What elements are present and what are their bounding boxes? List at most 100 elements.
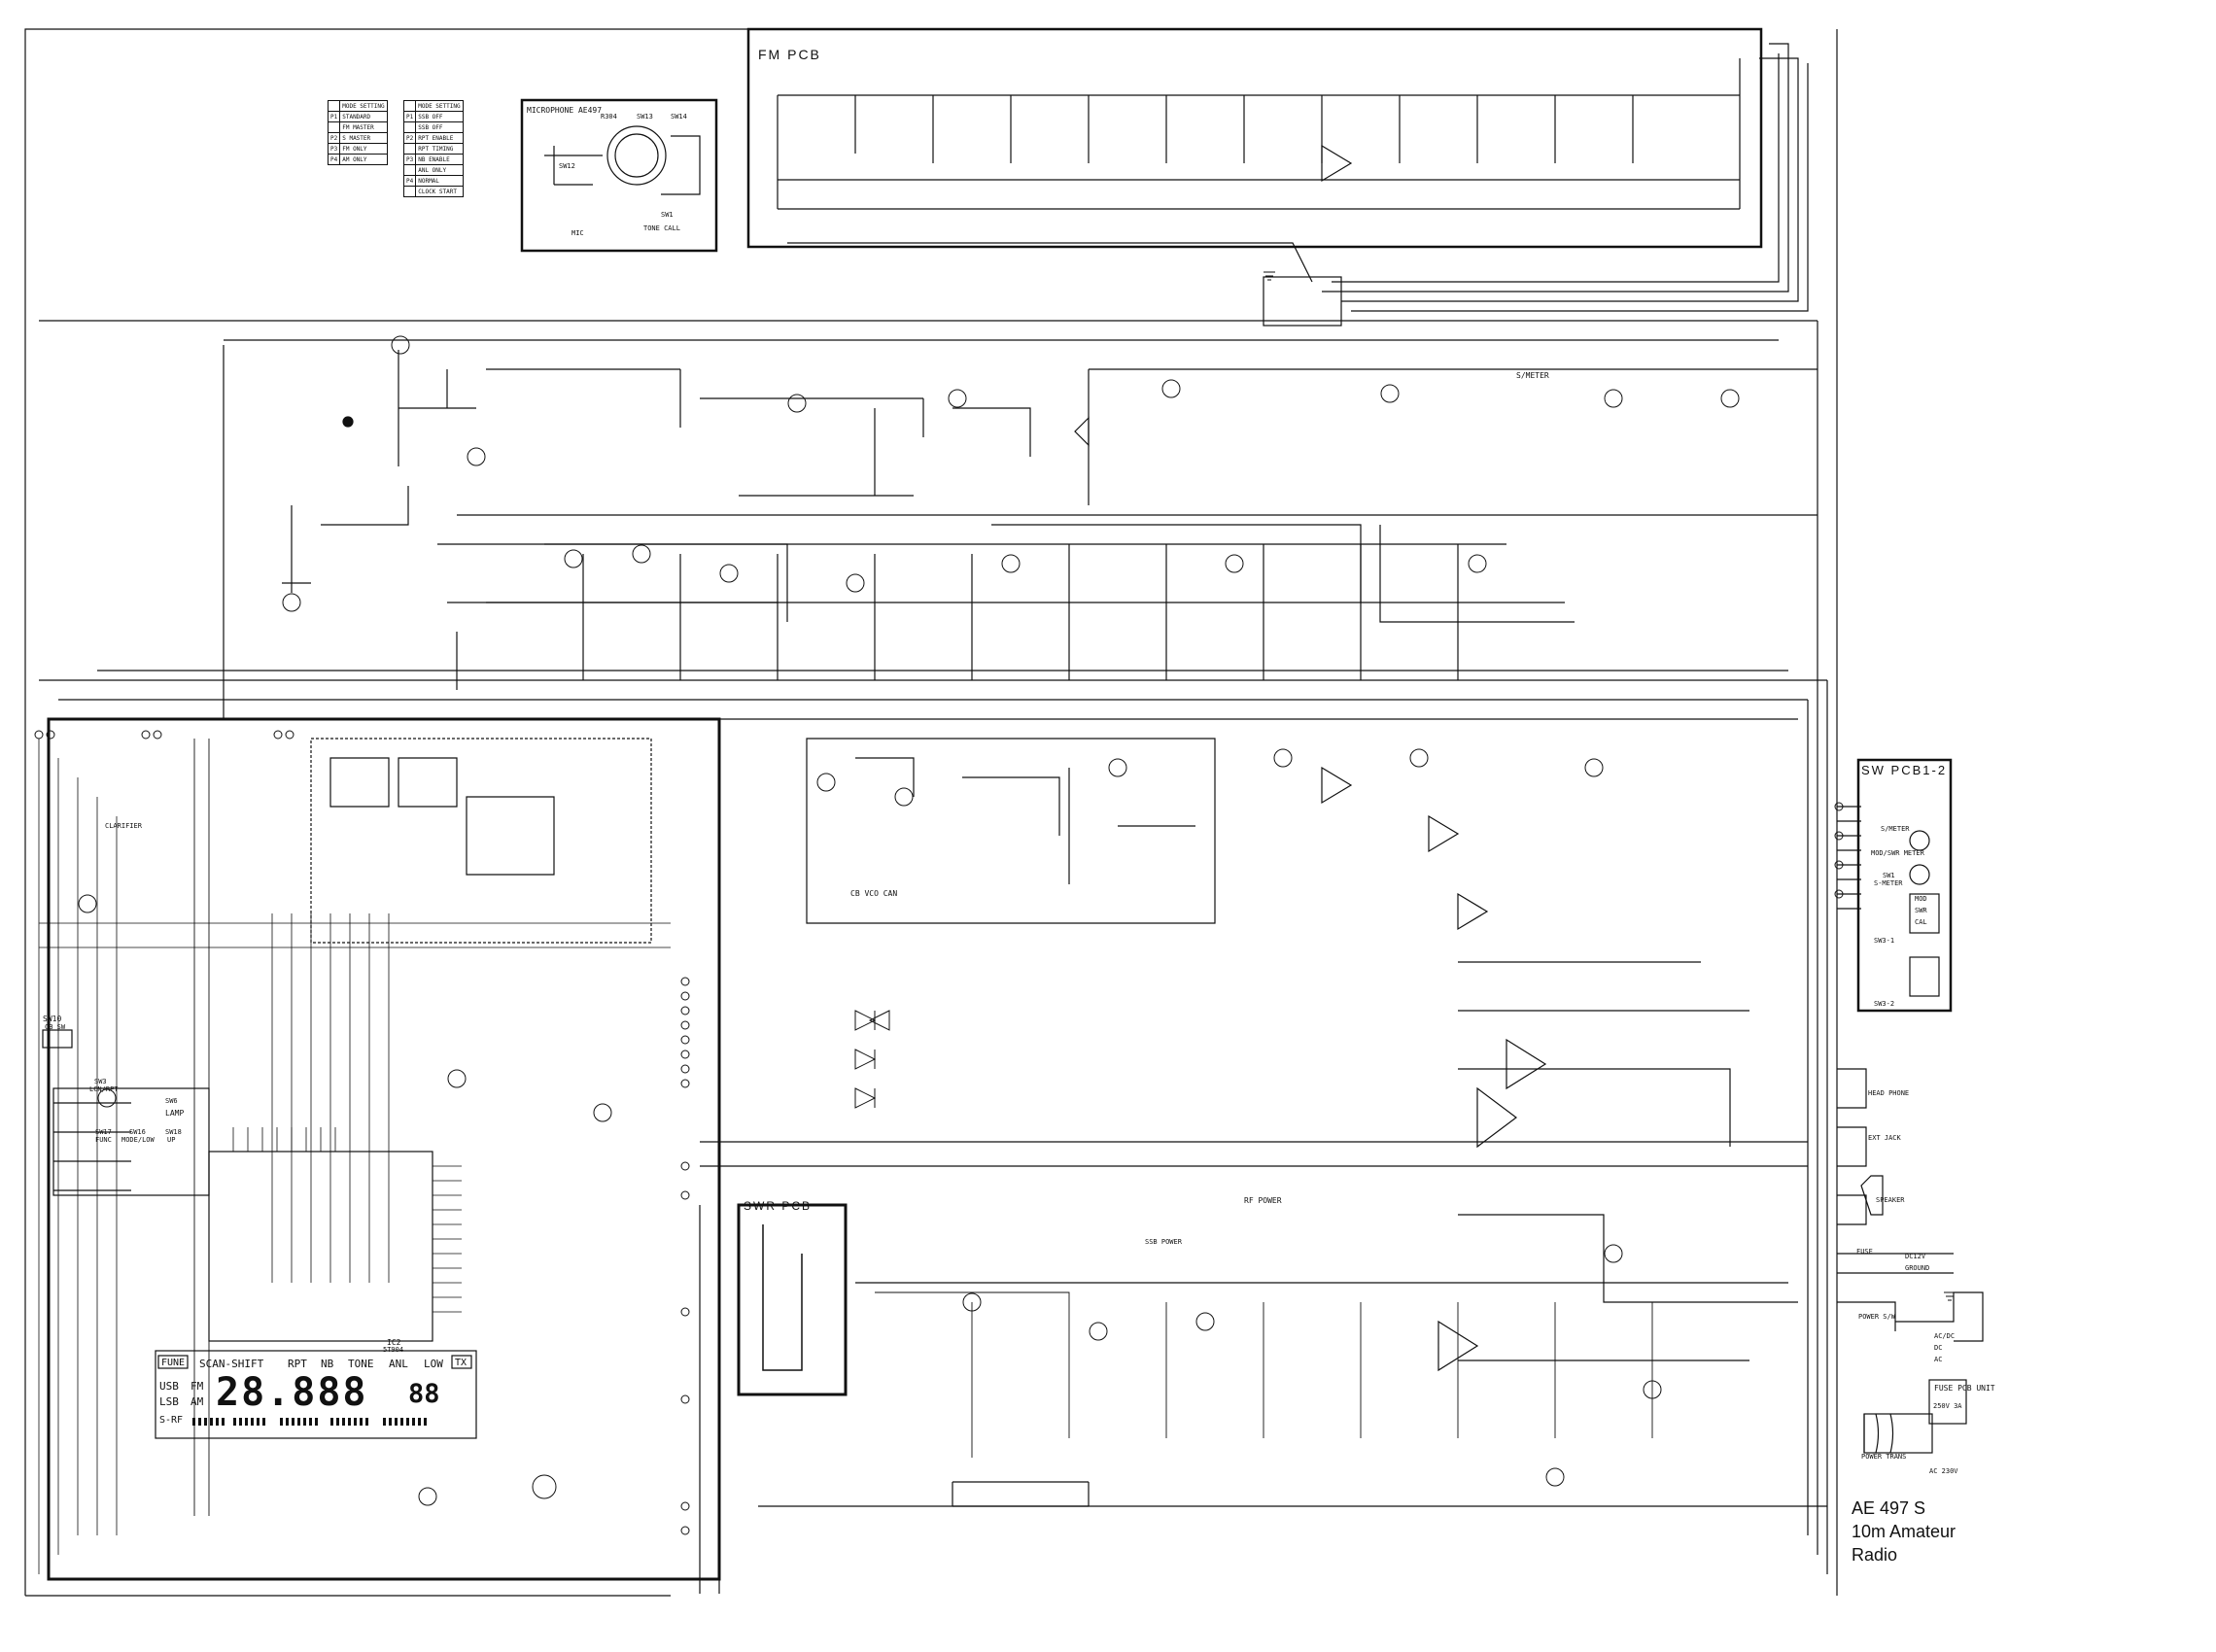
dc-label: DC xyxy=(1934,1344,1943,1352)
sw-cal: CAL xyxy=(1915,918,1927,926)
sw18-label: SW18 xyxy=(165,1128,182,1136)
mode-table-setting: STANDARD xyxy=(339,111,388,122)
mode-table-key: P1 xyxy=(402,111,417,122)
sw-pcb-title: SW PCB1-2 xyxy=(1861,763,1948,777)
mode-table-setting: ANL ONLY xyxy=(415,164,464,176)
cb-vco-can-label: CB VCO CAN xyxy=(850,889,898,898)
speaker-label: SPEAKER xyxy=(1876,1196,1905,1204)
fuse-pcb-title: FUSE PCB UNIT xyxy=(1934,1384,1995,1393)
ac-dc-label: AC/DC xyxy=(1934,1332,1956,1340)
lcd-header-low: LOW xyxy=(424,1358,443,1370)
mode-table-setting: FM ONLY xyxy=(339,143,388,155)
lcd-mode-usb: USB xyxy=(159,1380,179,1393)
mode-table-key: P4 xyxy=(402,175,417,187)
mic-sw13: SW13 xyxy=(637,113,653,120)
mode-table-row: ANL ONLY xyxy=(402,164,464,176)
swr-pcb-title: SWR PCB xyxy=(744,1199,813,1213)
mode-table-key xyxy=(327,100,341,112)
s-meter-label: S/METER xyxy=(1516,371,1549,380)
mode-table-setting: MODE SETTING xyxy=(339,100,388,112)
sw-s-meter-switch: S-METER xyxy=(1874,879,1903,887)
fm-pcb-title: FM PCB xyxy=(758,47,821,62)
mode-table-setting: MODE SETTING xyxy=(415,100,464,112)
rf-power-label: RF POWER xyxy=(1244,1196,1282,1205)
mode-table-row: FM MASTER xyxy=(327,121,388,133)
ac-230v-label: AC 230V xyxy=(1929,1467,1958,1475)
lcd-frequency: 28.888 xyxy=(216,1370,368,1415)
clarifier-label: CLARIFIER xyxy=(105,822,142,830)
lcd-mode-fm: FM xyxy=(190,1380,204,1393)
mode-table-setting: SSB OFF xyxy=(415,111,464,122)
ic2-part: 5T904 xyxy=(383,1346,404,1354)
mic-tone-call: TONE CALL xyxy=(643,224,680,232)
lcd-mode-am: AM xyxy=(190,1395,204,1408)
microphone-title: MICROPHONE AE497 xyxy=(527,106,603,115)
power-trans-label: POWER TRANS xyxy=(1861,1453,1907,1461)
lcd-header-tx: TX xyxy=(455,1358,467,1368)
mic-label: MIC xyxy=(571,229,584,237)
mode-table-key xyxy=(402,121,417,133)
mode-table-row: SSB OFF xyxy=(402,121,464,133)
lcd-meter-label: S-RF xyxy=(159,1415,184,1426)
lcd-header-anl: ANL xyxy=(389,1358,408,1370)
sw16-label: SW16 xyxy=(129,1128,146,1136)
mode-table-setting: AM ONLY xyxy=(339,154,388,165)
mode-table-row: MODE SETTING xyxy=(402,100,464,112)
mode-table-key xyxy=(402,143,417,155)
dc12v-label: DC12V xyxy=(1905,1253,1926,1260)
fuse-label: FUSE xyxy=(1856,1248,1873,1256)
head-phone-label: HEAD PHONE xyxy=(1868,1089,1910,1097)
mode-table-setting: NB ENABLE xyxy=(415,154,464,165)
mode-table-row: CLOCK START xyxy=(402,186,464,197)
mic-r304: R304 xyxy=(601,113,617,120)
model-name: AE 497 S xyxy=(1852,1498,1926,1518)
mode-table-key: P4 xyxy=(327,154,341,165)
mode-table-setting: FM MASTER xyxy=(339,121,388,133)
mic-sw12: SW12 xyxy=(559,162,575,170)
mode-table-key: P1 xyxy=(327,111,341,122)
sw-mod-swr-meter: MOD/SWR METER xyxy=(1871,849,1924,857)
lcd-mode-lsb: LSB xyxy=(159,1395,179,1408)
lamp-label: LAMP xyxy=(165,1109,185,1118)
mode-table-key: P3 xyxy=(327,143,341,155)
mic-sw1: SW1 xyxy=(661,211,674,219)
sw17-label: SW17 xyxy=(95,1128,112,1136)
cb-sw-label: CB SW xyxy=(45,1023,66,1031)
lcd-header-tone: TONE xyxy=(348,1358,374,1370)
mode-table-key: P3 xyxy=(402,154,417,165)
mode-table-row: MODE SETTING xyxy=(327,100,388,112)
mode-table-row: RPT TIMING xyxy=(402,143,464,155)
power-sw-label: POWER S/W xyxy=(1858,1313,1895,1321)
up-label: UP xyxy=(167,1136,176,1144)
ssb-power-label: SSB POWER xyxy=(1145,1238,1182,1246)
sw6-label: SW6 xyxy=(165,1097,178,1105)
sw-sw3-2: SW3-2 xyxy=(1874,1000,1895,1008)
mic-sw14: SW14 xyxy=(671,113,687,120)
mode-table-setting: CLOCK START xyxy=(415,186,464,197)
mode-table-key xyxy=(402,164,417,176)
lcd-header-rpt: RPT xyxy=(288,1358,307,1370)
func-label: FUNC xyxy=(95,1136,112,1144)
mode-table-setting: RPT TIMING xyxy=(415,143,464,155)
lcd-header-scan-shift: SCAN-SHIFT xyxy=(199,1358,264,1370)
sw-swr: SWR xyxy=(1915,907,1927,914)
mode-table-setting: RPT ENABLE xyxy=(415,132,464,144)
lcd-header-fune: FUNE xyxy=(161,1358,186,1368)
fuse-rating-label: 250V 3A xyxy=(1933,1402,1962,1410)
lcn-rpt-label: LCN/RPT xyxy=(89,1085,119,1093)
sw3-label: SW3 xyxy=(94,1078,107,1085)
mode-low-label: MODE/LOW xyxy=(121,1136,155,1144)
model-type: Radio xyxy=(1852,1545,1898,1565)
mode-table-setting: S MASTER xyxy=(339,132,388,144)
sw10-label: SW10 xyxy=(43,1015,62,1023)
